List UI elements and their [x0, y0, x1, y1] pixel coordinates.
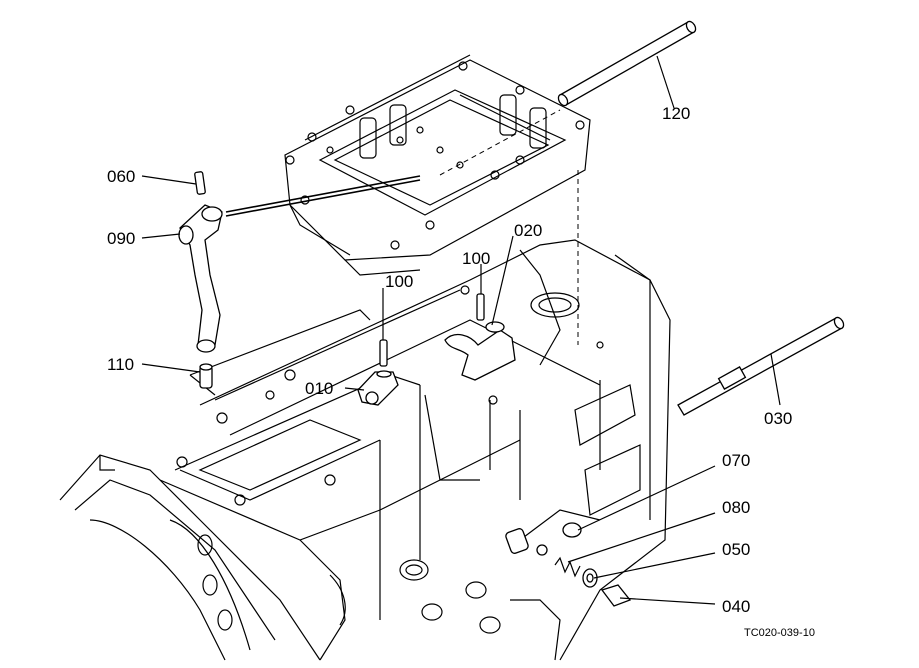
figure-code: TC020-039-10 — [744, 627, 815, 639]
label-040: 040 — [722, 597, 750, 616]
spring-icon — [554, 556, 581, 578]
plug-bolt-icon — [600, 584, 632, 607]
shift-fork-icon — [444, 321, 516, 381]
spring-pin-icon — [379, 339, 388, 367]
label-060: 060 — [107, 167, 135, 186]
label-050: 050 — [722, 540, 750, 559]
transmission-case — [59, 239, 671, 661]
spring-pin-icon — [476, 293, 485, 321]
ball-icon — [536, 544, 548, 556]
label-030: 030 — [764, 409, 792, 428]
washer-icon — [562, 522, 582, 538]
label-090: 090 — [107, 229, 135, 248]
leader-lines — [141, 55, 781, 605]
spring-pin-icon — [194, 171, 206, 195]
pin-icon — [199, 363, 213, 389]
label-020: 020 — [514, 221, 542, 240]
shift-rod-icon — [677, 316, 845, 416]
shift-rod-icon — [557, 20, 697, 107]
label-100-right: 100 — [462, 249, 490, 268]
label-070: 070 — [722, 451, 750, 470]
label-010: 010 — [305, 379, 333, 398]
label-120: 120 — [662, 104, 690, 123]
callout-labels: 060 090 110 120 100 100 020 010 030 070 … — [107, 104, 815, 639]
shift-arm-icon — [178, 204, 223, 353]
label-080: 080 — [722, 498, 750, 517]
label-110: 110 — [107, 355, 134, 374]
shift-fork-icon — [357, 370, 399, 406]
washer-icon — [582, 568, 598, 588]
label-100-left: 100 — [385, 272, 413, 291]
plug-cap-icon — [505, 528, 529, 554]
top-cover-housing — [284, 54, 591, 345]
